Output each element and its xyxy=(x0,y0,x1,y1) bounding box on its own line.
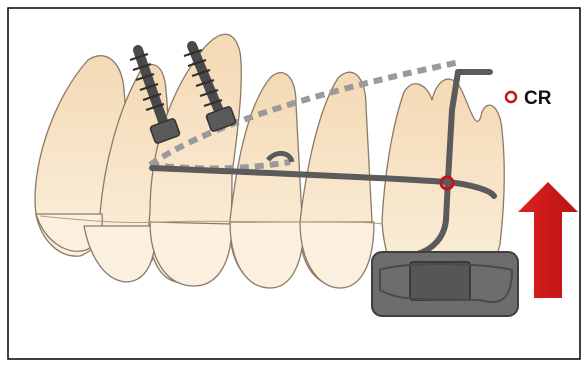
cr-label: CR xyxy=(524,88,552,109)
molar-band xyxy=(372,252,518,316)
